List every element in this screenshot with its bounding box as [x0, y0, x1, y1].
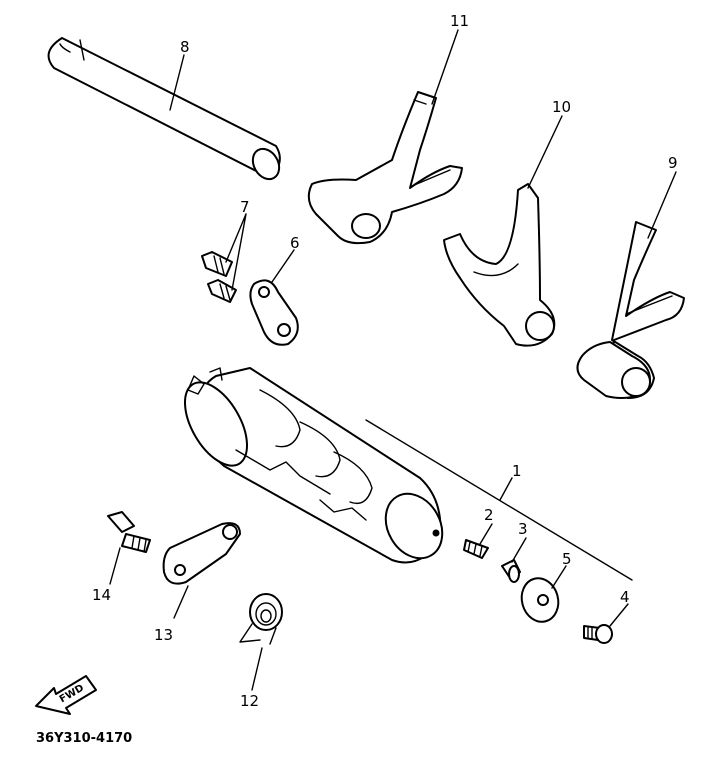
- leader-5: [551, 565, 567, 589]
- drawing-code: 36Y310-4170: [36, 731, 132, 746]
- shift-fork-10: [443, 183, 556, 347]
- shift-fork-9: [576, 221, 685, 399]
- callout-9: 9: [668, 154, 678, 172]
- callout-6: 6: [290, 234, 300, 252]
- bolt-14: [107, 511, 151, 553]
- leader-7: [225, 213, 247, 291]
- plate-5: [520, 577, 560, 623]
- leader-10: [527, 115, 563, 189]
- callout-14: 14: [92, 586, 111, 604]
- pin-2: [463, 539, 489, 559]
- callout-12: 12: [240, 692, 259, 710]
- callout-10: 10: [552, 98, 571, 116]
- fwd-arrow-icon: FWD: [35, 675, 97, 715]
- leader-13: [173, 585, 189, 619]
- shift-drum: [184, 367, 444, 564]
- leader-8: [169, 54, 185, 111]
- bolts-7: [201, 251, 237, 303]
- callout-2: 2: [484, 506, 494, 524]
- leader-1: [365, 419, 633, 581]
- stopper-lever-13: [162, 522, 241, 585]
- stopper-plate-6: [249, 279, 299, 346]
- callout-8: 8: [180, 38, 190, 56]
- leader-3: [511, 537, 527, 563]
- leader-6: [271, 249, 295, 283]
- leader-14: [109, 547, 121, 585]
- leader-9: [647, 171, 677, 239]
- callout-11: 11: [450, 12, 469, 30]
- shift-fork-11: [307, 91, 463, 245]
- screw-4: [583, 624, 613, 644]
- pin-3: [501, 559, 521, 583]
- callout-4: 4: [620, 588, 630, 606]
- leader-11: [431, 29, 459, 105]
- callout-5: 5: [562, 550, 572, 568]
- callout-3: 3: [518, 520, 528, 538]
- shift-fork-shaft: [47, 37, 281, 181]
- callout-13: 13: [154, 626, 173, 644]
- callout-1: 1: [512, 462, 522, 480]
- callout-7: 7: [240, 198, 250, 216]
- leader-4: [609, 603, 629, 627]
- leader-12: [251, 647, 263, 691]
- torsion-spring-12: [239, 593, 283, 645]
- leader-2: [479, 523, 493, 545]
